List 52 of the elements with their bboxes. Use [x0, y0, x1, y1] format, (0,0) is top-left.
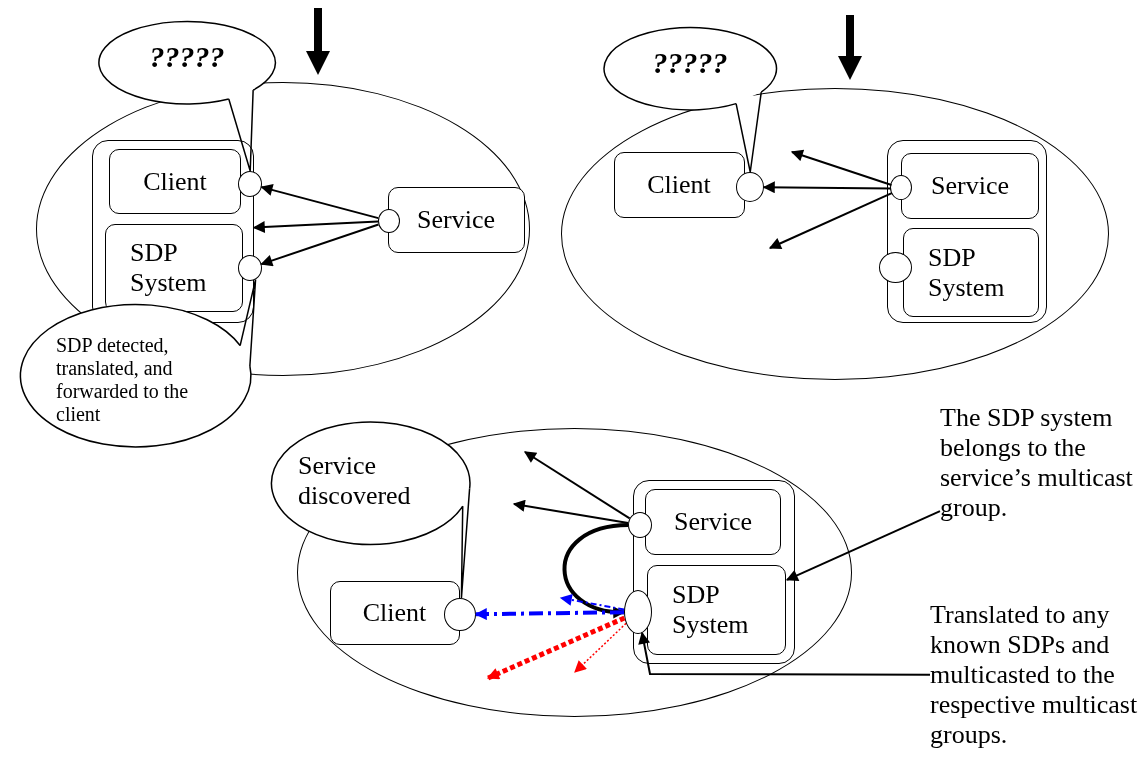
speech-bubble	[603, 26, 777, 110]
bubble-text: SDP detected, translated, and forwarded to the client	[56, 334, 190, 426]
callout-pointer	[228, 89, 254, 172]
component-label: Service	[674, 507, 752, 537]
component-box	[387, 186, 525, 253]
bubble-text: Service discovered	[298, 451, 412, 511]
connector-arrow	[252, 220, 379, 234]
component-box	[903, 228, 1039, 317]
port-circle	[627, 511, 652, 538]
component-label: Service	[417, 204, 495, 235]
component-box	[901, 153, 1039, 219]
port-circle	[377, 208, 400, 233]
speech-bubble	[19, 304, 251, 448]
callout-text: Translated to any known SDPs and multicasted to the respective multicast groups.	[930, 600, 1144, 750]
leader-arrow	[785, 510, 941, 581]
component-box	[329, 580, 460, 645]
connector-arrow	[260, 184, 380, 220]
callout-pointer	[239, 278, 257, 367]
leader-arrow	[638, 631, 931, 676]
component-label: Client	[647, 169, 711, 200]
connector-arrow	[486, 615, 626, 681]
component-label: Client	[362, 597, 427, 628]
component-label: SDP System	[130, 238, 208, 298]
connector-arrow	[562, 523, 629, 618]
component-box	[109, 149, 241, 214]
connector-arrow	[524, 451, 631, 520]
component-box	[613, 151, 745, 218]
connector-arrow	[574, 622, 627, 673]
connector-arrow	[768, 192, 893, 250]
connector-arrow	[559, 594, 626, 611]
device-frame	[632, 479, 795, 664]
callout-pointer	[735, 91, 762, 173]
speech-bubble	[98, 20, 276, 104]
bubble-text: ?????	[651, 45, 729, 80]
component-label: SDP System	[672, 580, 750, 640]
connector-arrow	[512, 499, 630, 524]
port-circle	[878, 251, 912, 283]
connector-arrow	[790, 149, 893, 186]
component-box	[647, 565, 786, 655]
port-circle	[623, 589, 652, 634]
callout-pointer	[460, 487, 471, 599]
component-label: Client	[143, 166, 207, 197]
connector-arrow	[260, 223, 380, 267]
component-box	[645, 489, 781, 555]
bubble-text: ?????	[148, 39, 226, 74]
callout-text: The SDP system belongs to the service’s multicast group.	[940, 403, 1146, 523]
component-label: Service	[931, 171, 1009, 201]
speech-bubble	[270, 421, 470, 545]
connector-arrow	[762, 181, 892, 194]
device-frame	[886, 139, 1047, 323]
connector-arrow	[474, 608, 625, 621]
component-label: SDP System	[928, 242, 1006, 303]
